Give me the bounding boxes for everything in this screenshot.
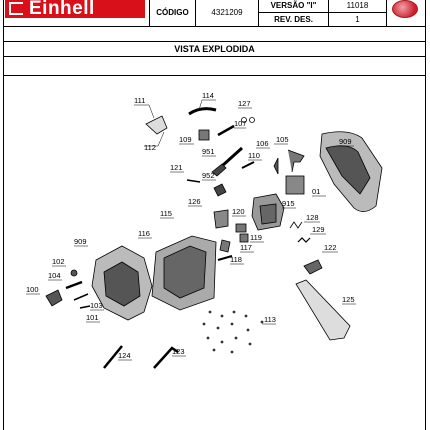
rev-value: 1 <box>328 13 386 26</box>
flag-cell <box>386 0 425 26</box>
einhell-logo: Einhell <box>5 0 145 19</box>
part-label-102: 102 <box>52 257 65 266</box>
part-label-103: 103 <box>90 301 103 310</box>
title-block: Einhell CÓDIGO 4321209 VERSÃO "I" 11018 … <box>4 0 425 27</box>
part-label-120: 120 <box>232 207 245 216</box>
part-label-952: 952 <box>202 171 215 180</box>
part-label-118: 118 <box>230 255 242 264</box>
part-label-117: 117 <box>240 243 252 252</box>
part-label-128: 128 <box>306 213 319 222</box>
part-label-100: 100 <box>26 285 39 294</box>
part-label-110: 110 <box>248 151 260 160</box>
part-label-111: 111 <box>134 96 145 105</box>
part-label-105: 105 <box>276 135 289 144</box>
codigo-label: CÓDIGO <box>149 0 195 26</box>
part-labels: 111 114 127 107 109 112 106 105 909 951 … <box>26 91 355 360</box>
section-title: VISTA EXPLODIDA <box>4 41 425 57</box>
versao-label: VERSÃO "I" <box>258 0 328 13</box>
part-label-125: 125 <box>342 295 355 304</box>
part-label-129: 129 <box>312 225 325 234</box>
part-label-909-right: 909 <box>339 137 352 146</box>
exploded-view-diagram: 111 114 127 107 109 112 106 105 909 951 … <box>26 91 383 369</box>
part-label-915: 915 <box>282 199 295 208</box>
part-label-951: 951 <box>202 147 215 156</box>
part-label-112: 112 <box>144 143 156 152</box>
part-label-106: 106 <box>256 139 269 148</box>
part-label-121: 121 <box>170 163 183 172</box>
parts-sheet: Einhell CÓDIGO 4321209 VERSÃO "I" 11018 … <box>3 0 426 430</box>
part-label-123: 123 <box>172 347 185 356</box>
part-label-124: 124 <box>118 351 131 360</box>
versao-value: 11018 <box>328 0 386 13</box>
part-label-115: 115 <box>160 209 172 218</box>
part-label-01: 01 <box>312 187 320 196</box>
rev-label: REV. DES. <box>258 13 328 26</box>
part-label-122: 122 <box>324 243 337 252</box>
part-label-119: 119 <box>250 233 262 242</box>
part-label-127: 127 <box>238 99 251 108</box>
part-label-909-left: 909 <box>74 237 87 246</box>
divider <box>4 75 425 76</box>
part-label-114: 114 <box>202 91 214 100</box>
flag-icon <box>392 0 418 18</box>
logo-mark-icon <box>9 2 23 15</box>
part-label-107: 107 <box>234 119 247 128</box>
part-label-109: 109 <box>179 135 192 144</box>
part-label-116: 116 <box>138 229 150 238</box>
codigo-value: 4321209 <box>195 0 258 26</box>
part-label-101: 101 <box>86 313 99 322</box>
part-label-104: 104 <box>48 271 61 280</box>
part-label-113: 113 <box>264 315 276 324</box>
part-label-126: 126 <box>188 197 201 206</box>
brand-name: Einhell <box>29 0 95 19</box>
